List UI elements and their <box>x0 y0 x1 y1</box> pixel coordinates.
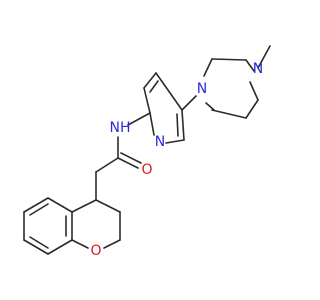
bond-chroman-5 <box>71 199 97 213</box>
bond-benz-6 <box>47 197 73 213</box>
bond-pip-pyridine <box>181 95 197 111</box>
bond-pip-7 <box>205 102 215 111</box>
bond-methyl <box>257 45 271 69</box>
bond-pip-2 <box>245 99 259 119</box>
bond-pip-6 <box>245 59 255 72</box>
bond-benz-inner-2 <box>29 236 49 249</box>
bond-chroman-4 <box>71 239 89 249</box>
bond-lines <box>23 45 271 255</box>
atom-nh-amide: NH <box>110 120 131 136</box>
bond-pip-4 <box>203 58 213 77</box>
bond-chroman-3 <box>103 239 121 249</box>
bond-py-3 <box>149 112 155 136</box>
molecule-structure: N N N NH O O <box>23 45 271 259</box>
bond-py-6 <box>155 72 183 111</box>
bond-benz-inner-3 <box>29 203 49 216</box>
atom-n-arylpiperazine: N <box>197 81 207 97</box>
bond-py-1 <box>181 109 185 141</box>
bond-pip-1 <box>249 81 259 101</box>
atom-n-methylpiperazine: N <box>253 61 263 77</box>
atom-labels: N N N NH O O <box>90 61 263 259</box>
bond-py-5 <box>143 72 157 89</box>
bond-py-inner-1 <box>176 113 179 137</box>
bond-py-4 <box>143 87 151 114</box>
atom-o-chroman: O <box>90 243 101 259</box>
bond-carbonyl-ch2 <box>95 157 119 173</box>
bond-c-o-2 <box>120 152 142 164</box>
bond-py-2 <box>165 139 185 144</box>
atom-o-carbonyl: O <box>141 162 152 178</box>
bond-benz-3 <box>23 239 49 255</box>
bond-benz-5 <box>23 197 49 213</box>
bond-pip-3 <box>211 109 247 119</box>
bond-py-nh <box>127 112 151 126</box>
bond-py-inner-2 <box>149 80 159 93</box>
atom-n-pyridine: N <box>155 134 165 150</box>
bond-pip-5 <box>211 58 247 61</box>
bond-c-o-1 <box>117 157 139 169</box>
bond-chroman-1 <box>95 199 121 213</box>
bond-benz-2 <box>47 239 73 255</box>
